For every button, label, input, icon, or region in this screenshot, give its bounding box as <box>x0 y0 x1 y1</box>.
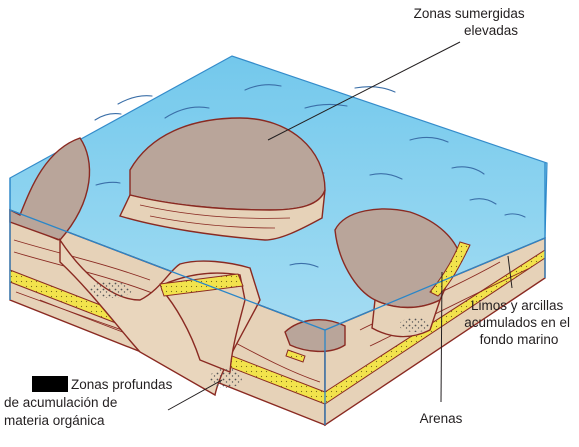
organic-deposit-middle <box>210 368 242 388</box>
organic-deposit-left <box>88 282 132 298</box>
label-submerged-high-zones: Zonas sumergidas elevadas <box>414 6 529 38</box>
redaction-box <box>32 376 68 392</box>
label-sands: Arenas <box>420 411 463 426</box>
organic-deposit-right <box>399 318 431 332</box>
label-deep-zones: Zonas profundas de acumulación de materi… <box>4 377 176 428</box>
label-silts-clays: Limos y arcillas acumulados en el fondo … <box>464 298 574 347</box>
